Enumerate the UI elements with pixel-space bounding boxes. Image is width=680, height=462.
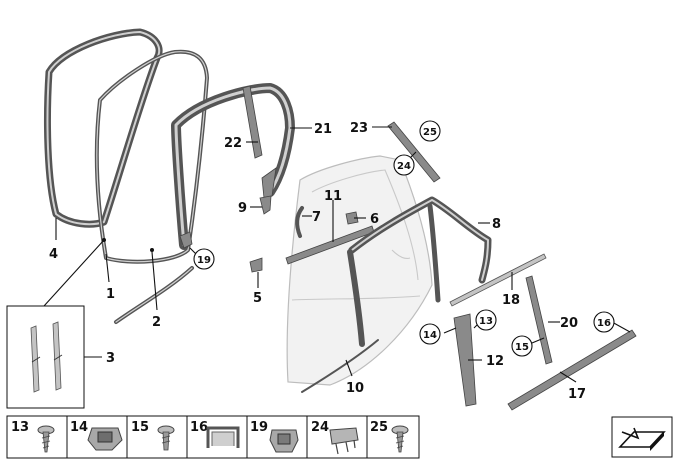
callout-21: 21 — [314, 122, 332, 137]
part-5-clip — [249, 257, 263, 273]
callout-15: 15 — [515, 342, 529, 353]
part-10-lower-trim — [301, 339, 379, 393]
legend-label-25: 25 — [370, 420, 388, 435]
callout-19: 19 — [197, 255, 211, 266]
part-12-panel — [453, 313, 477, 407]
callout-9: 9 — [238, 201, 247, 216]
callout-16: 16 — [597, 318, 611, 329]
callout-labels: 4 1 2 3 21 22 9 5 11 7 6 8 23 18 12 20 1… — [49, 120, 615, 402]
legend-label-15: 15 — [131, 420, 149, 435]
legend-cell-13 — [6, 415, 68, 459]
callout-5: 5 — [253, 291, 262, 306]
part-18-strip — [449, 253, 547, 307]
callout-13-circle — [475, 309, 497, 331]
screw-icon — [157, 425, 175, 451]
callout-14-circle — [419, 323, 441, 345]
part-17-sill-strip — [507, 329, 637, 411]
callout-10: 10 — [346, 381, 364, 396]
callout-23: 23 — [350, 121, 368, 136]
part-19-clip — [179, 231, 193, 249]
clip-icon — [87, 427, 123, 451]
callout-25: 25 — [423, 127, 437, 138]
part-8-run-channel — [347, 196, 492, 347]
screw-icon — [37, 425, 55, 453]
edge-clip-icon — [206, 426, 240, 448]
callout-20: 20 — [560, 316, 578, 331]
callout-13: 13 — [479, 316, 493, 327]
callout-17: 17 — [568, 387, 586, 402]
part-9-bracket — [259, 195, 272, 215]
callout-16-circle — [593, 311, 615, 333]
legend-label-16: 16 — [190, 420, 208, 435]
callout-19-circle — [193, 248, 215, 270]
callout-2: 2 — [152, 315, 161, 330]
legend-cell-25 — [366, 415, 420, 459]
bracket-icon — [329, 427, 359, 455]
legend-label-24: 24 — [311, 420, 329, 435]
part-3-detail-box — [6, 239, 105, 409]
legend-label-19: 19 — [250, 420, 268, 435]
part-1-door-seal — [94, 49, 209, 264]
part-4-frame-seal — [43, 28, 163, 228]
legend-label-14: 14 — [70, 420, 88, 435]
part-7-guide — [295, 206, 304, 238]
part-22-trim — [242, 85, 263, 159]
callout-14: 14 — [423, 330, 437, 341]
part-2-lower-seal — [114, 248, 194, 324]
callout-22: 22 — [224, 136, 242, 151]
callout-18: 18 — [502, 293, 520, 308]
callout-3: 3 — [106, 351, 115, 366]
callout-24-circle — [393, 154, 415, 176]
page-corner-arrow-icon[interactable] — [611, 416, 673, 458]
part-20-strip — [525, 275, 553, 365]
part-6-clip — [345, 211, 359, 225]
callout-15-circle — [511, 335, 533, 357]
screw-icon — [391, 425, 409, 453]
legend-label-13: 13 — [11, 420, 29, 435]
part-23-trim — [387, 121, 441, 183]
callout-1: 1 — [106, 287, 115, 302]
part-21-window-channel — [171, 83, 295, 250]
callout-12: 12 — [486, 354, 504, 369]
callout-25-circle — [419, 120, 441, 142]
callout-7: 7 — [312, 210, 321, 225]
callout-4: 4 — [49, 247, 58, 262]
callout-8: 8 — [492, 217, 501, 232]
clip-icon — [269, 429, 299, 453]
door-panel — [286, 155, 433, 386]
legend-strip: 13 14 15 16 19 24 25 — [6, 415, 420, 459]
legend-cell-15 — [126, 415, 188, 459]
callout-24: 24 — [397, 161, 411, 172]
callout-6: 6 — [370, 212, 379, 227]
callout-11: 11 — [324, 189, 342, 204]
leader-lines — [55, 126, 631, 383]
